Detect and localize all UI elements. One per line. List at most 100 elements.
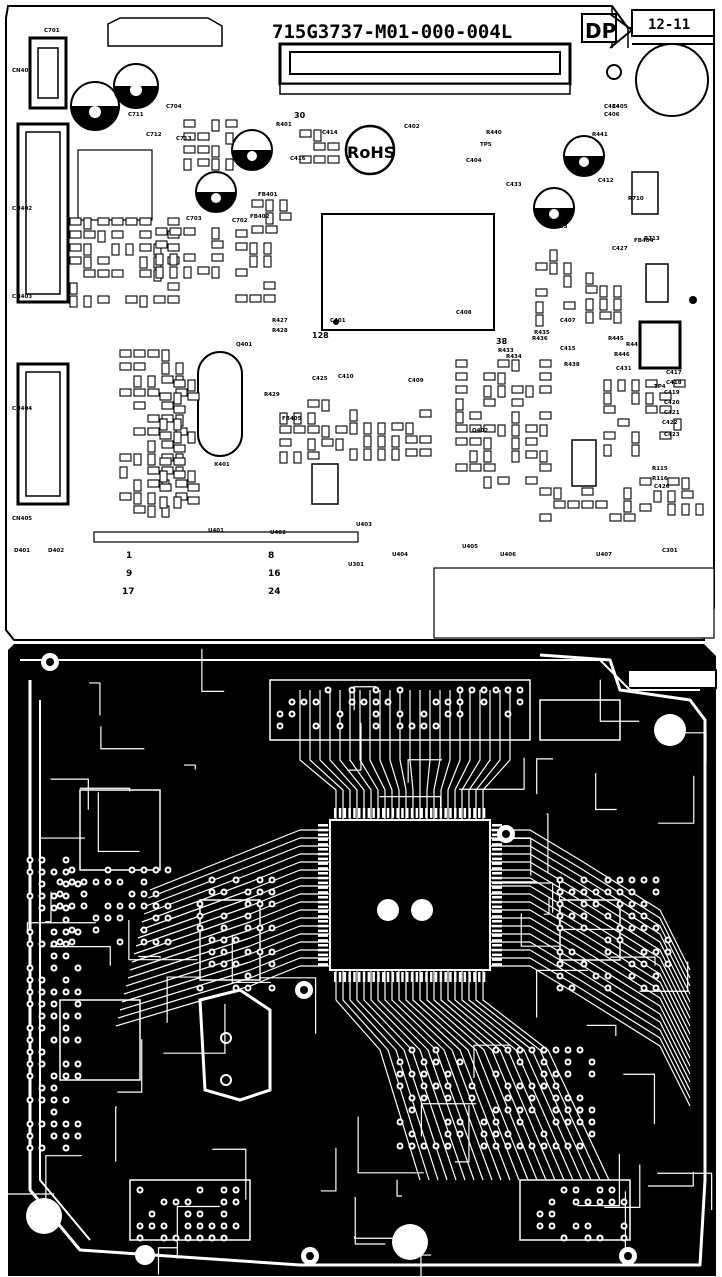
ref-designator: C701 [44,28,60,34]
ref-designator: C704 [166,104,182,110]
ref-designator: Q401 [236,342,252,348]
ref-designator: C426 [654,484,670,490]
ref-designator: U406 [500,552,516,558]
ref-designator: R115 [652,466,668,472]
ref-designator: C409 [408,378,424,384]
ref-designator: R446 [614,352,630,358]
ref-designator: C410 [338,374,354,380]
ref-designator: FB404 [634,238,654,244]
ref-designator: R116 [652,476,668,482]
ref-designator: Q402 [472,428,488,434]
ref-designator: C712 [146,132,162,138]
ref-designator: C402 [404,124,420,130]
ref-designator: U407 [596,552,612,558]
vias [26,686,672,1242]
ref-designator: CN401 [12,68,32,74]
pin-label: 17 [122,587,135,597]
ref-designator: CN402 [12,206,32,212]
ref-designator: C414 [322,130,338,136]
ref-designator: FB402 [250,214,270,220]
ref-designator: C421 [664,410,680,416]
ref-designator: C418 [666,380,682,386]
ref-designator: C425 [312,376,328,382]
ref-designator: C407 [560,318,576,324]
ref-designator: R401 [276,122,292,128]
dp-label: DP [585,19,616,43]
board-number-label: 715G3737-M01-000-004L [272,21,512,43]
pin-label: 16 [268,569,281,579]
pin-label: 30 [294,111,306,120]
ref-designator: C419 [664,390,680,396]
ref-designator: R434 [506,354,522,360]
ref-designator: R429 [264,392,280,398]
ref-designator: X401 [214,462,230,468]
ref-designator: C405 [612,104,628,110]
mounting-holes [26,653,686,1265]
pin-label: 8 [268,551,274,561]
ref-designator: U403 [356,522,372,528]
ref-designator: R427 [272,318,288,324]
ref-designator: C301 [662,548,678,554]
ref-designator: U404 [392,552,408,558]
ref-designator: C412 [598,178,614,184]
ref-designator: C422 [662,420,678,426]
ref-designator: R436 [532,336,548,342]
ref-designator: C703 [186,216,202,222]
ref-designator: R435 [534,330,550,336]
ref-designator: C423 [664,432,680,438]
ref-designator: R713 [644,236,660,242]
ref-designator: CN405 [12,516,32,522]
ref-designator: FB405 [282,416,302,422]
ref-designator: U405 [462,544,478,550]
pin-label: 128 [312,331,329,340]
smd-components [69,119,704,522]
ref-designator: R440 [486,130,502,136]
ref-designator: C416 [290,156,306,162]
pin-label: 24 [268,587,281,597]
ref-designator: TP5 [480,142,492,148]
ref-designator: C711 [128,112,144,118]
silkscreen-view: 715G3737-M01-000-004L DP 12-11 [5,5,715,641]
ref-designator: D402 [48,548,64,554]
ref-designator: C406 [604,112,620,118]
pin-label: 9 [126,569,132,579]
ref-designator: C417 [666,370,682,376]
ref-designator: C702 [232,218,248,224]
ref-designator: R428 [272,328,288,334]
pin-label: 38 [496,337,508,346]
electrolytic-caps [70,63,605,229]
ref-designator: U402 [270,530,286,536]
ref-designator: C408 [456,310,472,316]
ref-designator: C713 [176,136,192,142]
ref-designator: D401 [14,548,30,554]
ref-designator: R433 [498,348,514,354]
pin-label: 1 [126,551,132,561]
ref-designator: R438 [564,362,580,368]
ref-designator: C427 [612,246,628,252]
date-code-label: 12-11 [648,17,690,33]
ref-designator: R441 [592,132,608,138]
ref-designator: C404 [466,158,482,164]
ref-designator: U301 [348,562,364,568]
ref-designator: FB401 [258,192,278,198]
ref-designator: C420 [664,400,680,406]
ref-designator: TP4 [654,384,666,390]
ref-designator: R445 [608,336,624,342]
ref-designator: C415 [560,346,576,352]
ref-designator: R442 [626,342,642,348]
ic-pins [318,808,502,982]
rohs-label: RoHS [347,143,395,162]
ref-designator: CN404 [12,406,32,412]
ref-designator: C434 [604,104,620,110]
copper-view [0,644,717,1277]
ref-designator: C431 [616,366,632,372]
ref-designator: U401 [208,528,224,534]
ref-designator: CN403 [12,294,32,300]
ref-designator: C433 [506,182,522,188]
ref-designator: R710 [628,196,644,202]
ref-designator: FB403 [548,224,568,230]
ref-designator: C401 [330,318,346,324]
